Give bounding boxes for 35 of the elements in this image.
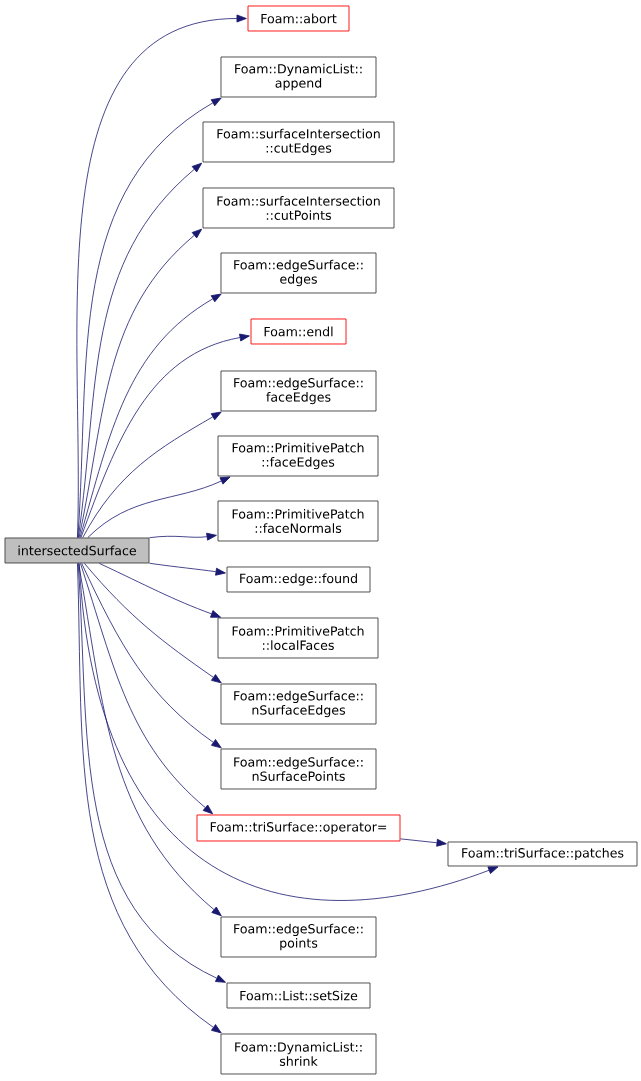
call-arrow xyxy=(82,411,222,538)
call-arrow xyxy=(79,293,222,538)
call-arrow xyxy=(400,838,447,847)
call-arrow xyxy=(77,162,203,538)
function-box: Foam::edgeSurface:: points xyxy=(220,916,377,958)
function-box: Foam::PrimitivePatch ::faceEdges xyxy=(217,435,379,477)
function-box: Foam::triSurface::operator= xyxy=(196,814,401,842)
function-box: Foam::DynamicList:: shrink xyxy=(220,1033,377,1075)
call-arrow xyxy=(80,333,250,538)
function-box: Foam::surfaceIntersection ::cutEdges xyxy=(202,121,395,163)
call-arrow xyxy=(81,563,222,749)
call-arrow xyxy=(78,563,499,901)
function-box: Foam::edgeSurface:: nSurfacePoints xyxy=(220,748,377,790)
call-arrow xyxy=(149,562,226,576)
function-box: Foam::surfaceIntersection ::cutPoints xyxy=(202,187,395,229)
call-arrow xyxy=(149,532,217,541)
function-box: Foam::PrimitivePatch ::localFaces xyxy=(217,617,379,659)
function-box: Foam::edge::found xyxy=(226,566,371,593)
function-box: Foam::edgeSurface:: nSurfaceEdges xyxy=(220,683,377,725)
function-box: Foam::triSurface::patches xyxy=(447,841,638,867)
call-arrow xyxy=(78,563,222,917)
function-box: Foam::abort xyxy=(247,5,350,32)
call-arrow xyxy=(84,563,222,684)
call-arrow xyxy=(99,563,221,618)
function-box: Foam::edgeSurface:: edges xyxy=(220,252,377,294)
call-arrow xyxy=(87,476,231,538)
call-arrow xyxy=(78,228,203,538)
call-arrow xyxy=(80,563,214,815)
function-box: Foam::PrimitivePatch ::faceNormals xyxy=(217,500,379,542)
function-box: Foam::List::setSize xyxy=(226,982,371,1009)
function-box: Foam::edgeSurface:: faceEdges xyxy=(220,370,377,412)
function-box: Foam::endl xyxy=(250,318,347,345)
function-box: Foam::DynamicList:: append xyxy=(220,56,377,98)
function-box: intersectedSurface xyxy=(4,537,150,564)
call-arrow xyxy=(77,97,222,538)
